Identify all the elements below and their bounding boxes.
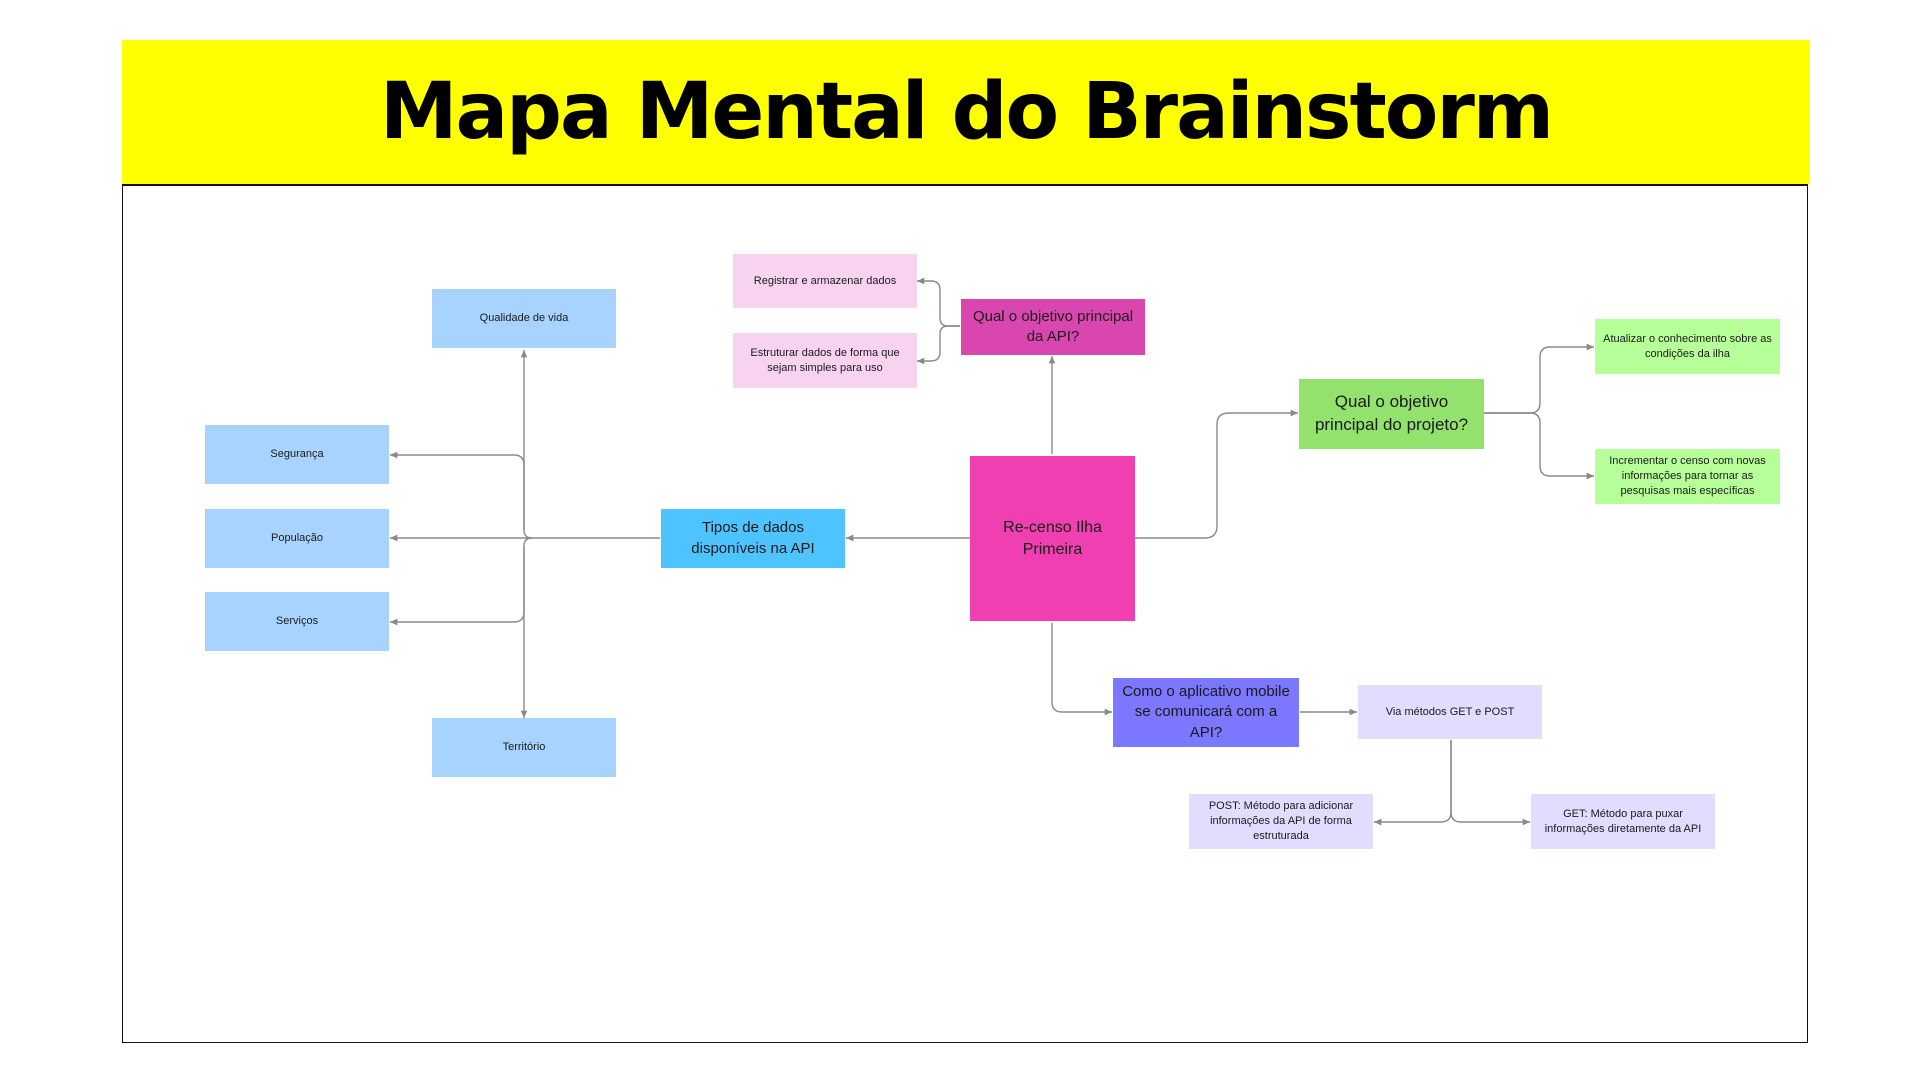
structure-data-node[interactable]: Estruturar dados de forma que sejam simp… (733, 333, 917, 388)
territory-label: Território (502, 741, 546, 754)
quality-of-life-label: Qualidade de vida (479, 312, 569, 325)
central-topic-label: Re-censo Ilha Primeira (1003, 518, 1102, 558)
title-banner: Mapa Mental do Brainstorm (122, 40, 1810, 184)
population-node[interactable]: População (205, 509, 389, 568)
data-types-node[interactable]: Tipos de dados disponíveis na API (661, 509, 845, 568)
structure-data-label: Estruturar dados de forma que sejam simp… (750, 346, 900, 374)
services-label: Serviços (275, 615, 319, 628)
via-methods-label: Via métodos GET e POST (1385, 705, 1515, 718)
mobile-communication-node[interactable]: Como o aplicativo mobile se comunicará c… (1113, 678, 1299, 747)
quality-of-life-node[interactable]: Qualidade de vida (432, 289, 616, 348)
project-objective-label: Qual o objetivo principal do projeto? (1314, 392, 1469, 434)
increment-census-node[interactable]: Incrementar o censo com novas informaçõe… (1595, 449, 1780, 504)
get-method-label: GET: Método para puxar informações diret… (1544, 807, 1702, 835)
central-topic-node[interactable]: Re-censo Ilha Primeira (970, 456, 1135, 621)
update-knowledge-label: Atualizar o conhecimento sobre as condiç… (1603, 332, 1772, 360)
diagram-frame (122, 184, 1808, 1043)
api-objective-node[interactable]: Qual o objetivo principal da API? (961, 299, 1145, 355)
register-data-label: Registrar e armazenar dados (753, 274, 897, 287)
services-node[interactable]: Serviços (205, 592, 389, 651)
territory-node[interactable]: Território (432, 718, 616, 777)
page-title: Mapa Mental do Brainstorm (379, 67, 1554, 157)
update-knowledge-node[interactable]: Atualizar o conhecimento sobre as condiç… (1595, 319, 1780, 374)
post-method-label: POST: Método para adicionar informações … (1208, 800, 1354, 842)
api-objective-label: Qual o objetivo principal da API? (972, 307, 1134, 345)
post-method-node[interactable]: POST: Método para adicionar informações … (1189, 794, 1373, 849)
get-method-node[interactable]: GET: Método para puxar informações diret… (1531, 794, 1715, 849)
via-methods-node[interactable]: Via métodos GET e POST (1358, 685, 1542, 739)
data-types-label: Tipos de dados disponíveis na API (691, 519, 815, 557)
increment-census-label: Incrementar o censo com novas informaçõe… (1609, 455, 1766, 497)
register-data-node[interactable]: Registrar e armazenar dados (733, 254, 917, 308)
population-label: População (271, 532, 323, 545)
security-label: Segurança (270, 448, 324, 461)
project-objective-node[interactable]: Qual o objetivo principal do projeto? (1299, 379, 1484, 449)
mobile-communication-label: Como o aplicativo mobile se comunicará c… (1122, 683, 1290, 741)
security-node[interactable]: Segurança (205, 425, 389, 484)
